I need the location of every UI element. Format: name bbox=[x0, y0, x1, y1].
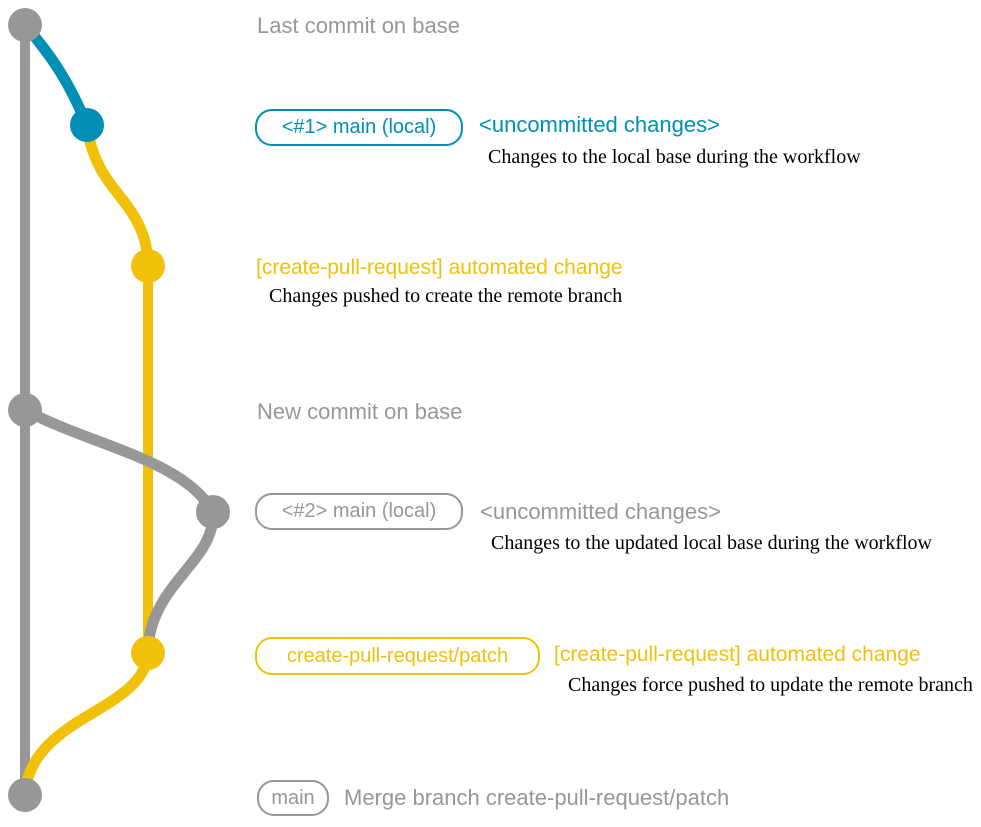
branch-tag-main-label: main bbox=[271, 786, 315, 809]
branch-tag-main-local-1: <#1> main (local) bbox=[255, 109, 463, 146]
caption-changes-force-pushed: Changes force pushed to update the remot… bbox=[568, 674, 973, 696]
commit-dot-new-base bbox=[8, 393, 42, 427]
last-commit-label: Last commit on base bbox=[257, 13, 460, 38]
caption-updated-local-base-changes: Changes to the updated local base during… bbox=[491, 532, 932, 554]
commit-dot-local-1 bbox=[70, 108, 104, 142]
branch-tag-main-local-1-label: <#1> main (local) bbox=[281, 116, 437, 138]
branch-tag-create-pull-request-patch-label: create-pull-request/patch bbox=[286, 644, 509, 667]
branch-tag-main-local-2: <#2> main (local) bbox=[255, 493, 463, 530]
branch-tag-main-local-2-label: <#2> main (local) bbox=[281, 500, 437, 522]
commit-message-merge: Merge branch create-pull-request/patch bbox=[344, 785, 730, 810]
rebase-curve bbox=[142, 506, 219, 659]
commit-message-automated-change-2: [create-pull-request] automated change bbox=[554, 643, 921, 666]
local-branch-curve-2 bbox=[19, 404, 219, 518]
commit-dot-merge bbox=[8, 778, 42, 812]
remote-branch-curve-1 bbox=[81, 119, 154, 273]
new-commit-label: New commit on base bbox=[257, 399, 463, 424]
caption-changes-pushed: Changes pushed to create the remote bran… bbox=[269, 285, 623, 307]
uncommitted-changes-label-1: <uncommitted changes> bbox=[479, 112, 720, 137]
uncommitted-changes-label-2: <uncommitted changes> bbox=[480, 499, 721, 524]
commit-dot-remote-2 bbox=[131, 636, 165, 670]
commit-dot-last-base bbox=[8, 8, 42, 42]
branch-tag-main: main bbox=[257, 780, 329, 816]
commit-dot-remote-1 bbox=[131, 249, 165, 283]
commit-message-automated-change-1: [create-pull-request] automated change bbox=[256, 256, 623, 279]
caption-local-base-changes: Changes to the local base during the wor… bbox=[488, 146, 861, 168]
branch-tag-create-pull-request-patch: create-pull-request/patch bbox=[255, 637, 540, 675]
commit-dot-local-2 bbox=[196, 495, 230, 529]
local-branch-curve-1 bbox=[19, 19, 93, 131]
remote-merge-curve bbox=[19, 647, 154, 801]
